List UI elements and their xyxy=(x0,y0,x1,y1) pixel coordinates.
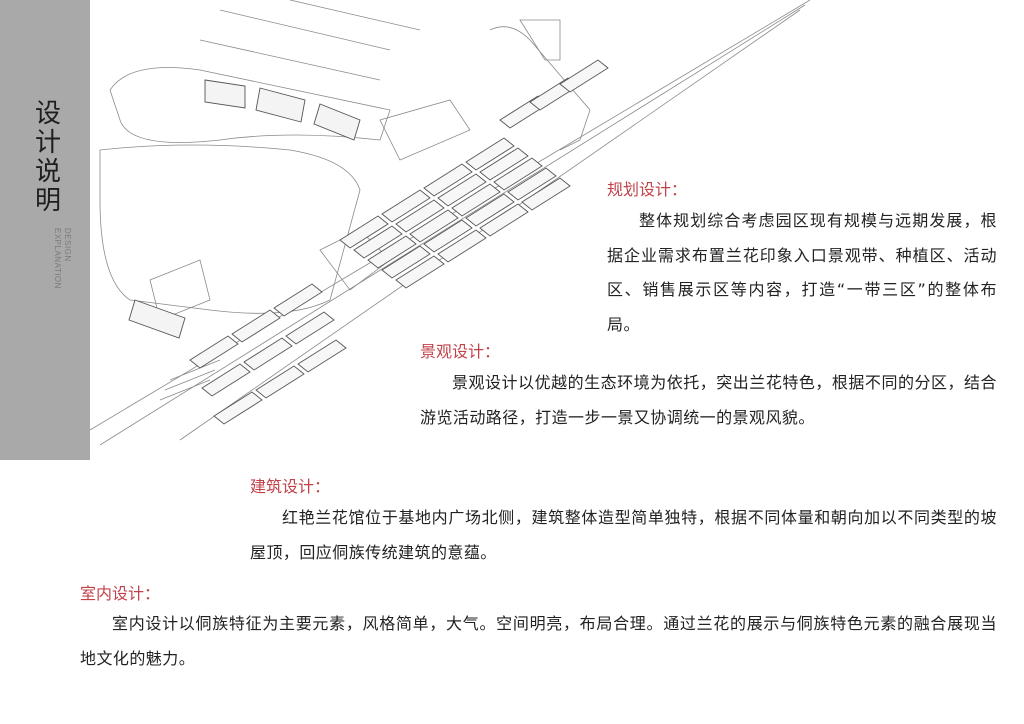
section-body-architecture: 红艳兰花馆位于基地内广场北侧，建筑整体造型简单独特，根据不同体量和朝向加以不同类… xyxy=(250,508,997,562)
greenhouse-block xyxy=(367,235,417,269)
section-body-interior: 室内设计以侗族特征为主要元素，风格简单，大气。空间明亮，布局合理。通过兰花的展示… xyxy=(80,614,997,668)
greenhouse-block xyxy=(297,339,347,373)
sidebar-band: 设计说明 DESIGN EXPLANATION xyxy=(0,0,90,460)
greenhouse-block xyxy=(189,335,239,369)
greenhouse-block xyxy=(437,229,487,263)
subtitle-line-1: DESIGN xyxy=(63,228,72,262)
greenhouse-block xyxy=(521,177,571,211)
section-heading-landscape: 景观设计： xyxy=(420,342,501,361)
page-title: 设计说明 xyxy=(34,99,61,216)
greenhouse-block xyxy=(423,219,473,253)
greenhouse-block xyxy=(201,363,251,397)
greenhouse-block xyxy=(409,209,459,243)
section-body-planning: 整体规划综合考虑园区现有规模与远期发展，根据企业需求布置兰花印象入口景观带、种植… xyxy=(607,211,997,334)
subtitle-line-2: EXPLANATION xyxy=(53,228,62,289)
greenhouse-block xyxy=(213,391,263,425)
greenhouse-block xyxy=(465,137,515,171)
greenhouse-block xyxy=(381,189,431,223)
greenhouse-block xyxy=(273,283,323,317)
site-plan-drawing xyxy=(90,0,810,446)
greenhouse-block xyxy=(395,255,445,289)
greenhouse-block xyxy=(231,309,281,343)
greenhouse-block xyxy=(255,365,305,399)
greenhouse-block xyxy=(507,167,557,201)
greenhouse-block xyxy=(479,147,529,181)
section-body-landscape: 景观设计以优越的生态环境为依托，突出兰花特色，根据不同的分区，结合游览活动路径，… xyxy=(420,373,997,427)
greenhouse-block xyxy=(493,157,543,191)
greenhouse-block xyxy=(479,203,529,237)
greenhouse-block xyxy=(285,311,335,345)
greenhouse-block xyxy=(339,215,389,249)
greenhouse-block xyxy=(559,59,609,93)
section-heading-architecture: 建筑设计： xyxy=(250,477,331,496)
section-heading-planning: 规划设计： xyxy=(607,180,688,199)
greenhouse-block xyxy=(381,245,431,279)
greenhouse-block xyxy=(395,199,445,233)
greenhouse-block xyxy=(243,337,293,371)
greenhouse-block xyxy=(451,183,501,217)
section-heading-interior: 室内设计： xyxy=(80,584,161,603)
greenhouse-block xyxy=(423,163,473,197)
greenhouse-block xyxy=(465,193,515,227)
greenhouse-block xyxy=(353,225,403,259)
greenhouse-block xyxy=(437,173,487,207)
page-subtitle: DESIGN EXPLANATION xyxy=(52,228,72,289)
